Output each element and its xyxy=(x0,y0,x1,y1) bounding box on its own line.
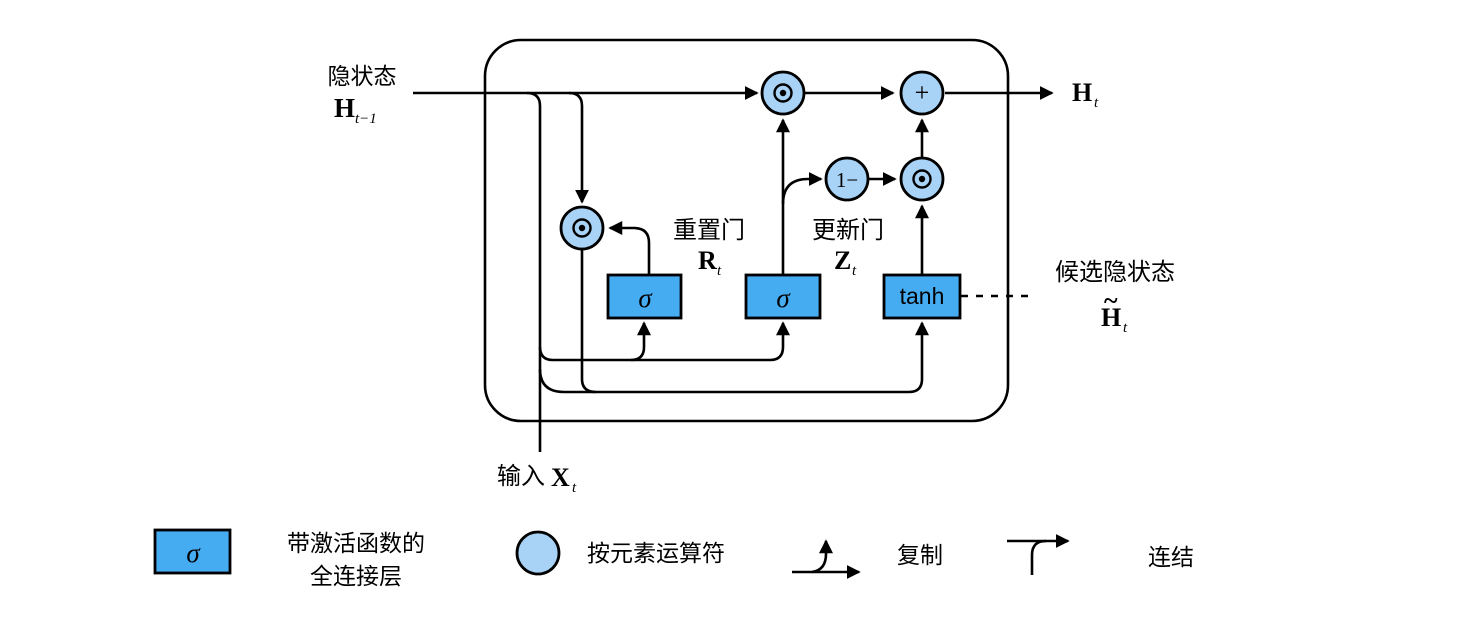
update-gate-label: 更新门 xyxy=(812,217,884,244)
plus-label: + xyxy=(915,78,930,107)
legend-concat-icon xyxy=(1007,534,1070,575)
candidate-tilde: ~ xyxy=(1104,286,1118,315)
tanh-input-rail xyxy=(538,321,929,394)
sigma1-label: σ xyxy=(638,283,653,313)
legend-fc-symbol: σ xyxy=(186,538,201,568)
legend-fc-box xyxy=(153,528,232,575)
legend-copy-icon xyxy=(792,539,861,579)
one-minus-operator-icon: 1− xyxy=(824,156,870,202)
input-symbol: X xyxy=(551,463,570,492)
reset-gate-subscript: t xyxy=(717,263,722,279)
output-symbol: H xyxy=(1072,78,1092,107)
tanh-label: tanh xyxy=(900,283,945,309)
hidden-state-symbol: H xyxy=(334,93,355,123)
gate-input-rail xyxy=(538,321,790,362)
one-minus-label: 1− xyxy=(836,168,858,192)
plus-operator-icon: + xyxy=(899,70,945,116)
candidate-symbol: H xyxy=(1101,303,1121,332)
input-subscript: t xyxy=(572,480,577,496)
h-branch-curve xyxy=(526,91,542,107)
reset-mul-output-line xyxy=(580,249,597,394)
update-gate-subscript: t xyxy=(852,263,857,279)
elementwise-multiply-icon xyxy=(760,70,806,116)
legend-fc-label-line1: 带激活函数的 xyxy=(287,530,425,556)
candidate-state-label: 候选隐状态 xyxy=(1055,259,1175,286)
legend-elementwise-label: 按元素运算符 xyxy=(587,540,725,566)
legend-concat-label: 连结 xyxy=(1148,544,1194,570)
sigma2-box xyxy=(744,273,822,320)
gru-cell-boundary xyxy=(483,38,1010,423)
elementwise-multiply-icon xyxy=(559,205,605,251)
sigma2-label: σ xyxy=(776,283,791,313)
tanh-box xyxy=(882,273,962,320)
input-label: 输入 xyxy=(497,463,545,490)
sigma1-box xyxy=(606,273,683,320)
hidden-state-label: 隐状态 xyxy=(328,63,397,89)
legend-fc-label-line2: 全连接层 xyxy=(310,563,402,589)
candidate-subscript: t xyxy=(1123,320,1128,336)
h-to-reset-mul-line xyxy=(568,91,589,204)
hidden-state-subscript: t−1 xyxy=(355,111,377,127)
z-to-oneminus-branch xyxy=(781,172,823,205)
reset-gate-label: 重置门 xyxy=(673,217,745,244)
reset-gate-symbol: R xyxy=(698,246,717,275)
sigma1-to-mul-line xyxy=(608,221,651,275)
output-subscript: t xyxy=(1094,95,1099,111)
sigma1-feed-branch xyxy=(630,321,651,362)
elementwise-multiply-icon xyxy=(899,156,945,202)
legend-elementwise-circle-icon xyxy=(515,530,561,576)
update-gate-symbol: Z xyxy=(834,246,851,275)
legend-copy-label: 复制 xyxy=(897,542,943,568)
